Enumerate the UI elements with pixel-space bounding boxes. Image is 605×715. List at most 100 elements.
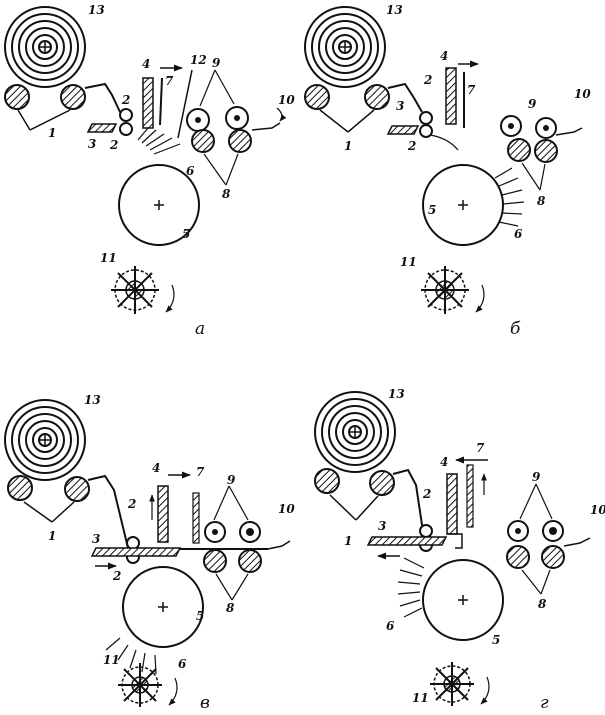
top-comb-7 (466, 464, 474, 528)
guide-12 (177, 69, 193, 139)
label-8: 8 (538, 597, 547, 611)
nipper-tip (447, 533, 463, 549)
brush-11 (421, 266, 485, 314)
label-1: 1 (48, 529, 56, 543)
label-7: 7 (467, 83, 476, 97)
feed-rollers-2 (119, 108, 133, 136)
label-1: 1 (344, 139, 352, 153)
detaching-rollers-9-8 (186, 69, 252, 186)
label-9: 9 (528, 97, 537, 111)
label-8: 8 (226, 601, 235, 615)
label-11: 11 (400, 255, 417, 269)
bobbin-13 (314, 391, 396, 473)
label-4: 4 (152, 461, 160, 475)
label-2-bottom: 2 (112, 569, 121, 583)
label-11: 11 (412, 691, 429, 705)
label-7: 7 (476, 441, 485, 455)
bobbin-13 (4, 399, 86, 481)
fiber-tuft (429, 134, 459, 151)
label-8: 8 (537, 194, 546, 208)
label-5: 5 (196, 609, 204, 623)
web-out-10 (563, 537, 591, 547)
panel-caption-a: а (195, 319, 205, 339)
nipper-4 (142, 77, 154, 129)
label-2-bottom: 2 (407, 139, 416, 153)
web-out-10 (251, 122, 281, 131)
comb-cylinder-5 (422, 559, 504, 641)
label-6: 6 (386, 619, 395, 633)
label-7: 7 (165, 74, 174, 88)
label-4: 4 (440, 49, 448, 63)
detaching-rollers-9-8 (506, 483, 565, 595)
label-8: 8 (222, 187, 231, 201)
label-3: 3 (88, 137, 96, 151)
label-9: 9 (212, 56, 221, 70)
support-rollers-1 (7, 475, 90, 523)
label-1: 1 (48, 126, 56, 140)
label-2-top: 2 (127, 497, 136, 511)
label-11: 11 (103, 653, 120, 667)
panel-v: 13 1 2 2 3 4 7 9 10 8 6 5 11 в (4, 393, 295, 713)
comb-needles-6 (397, 557, 425, 618)
label-3: 3 (378, 519, 386, 533)
panel-b: 13 1 2 2 3 4 7 9 10 8 6 5 11 б (304, 3, 591, 339)
label-10: 10 (278, 502, 295, 516)
comb-cylinder-5 (122, 566, 204, 648)
support-rollers-1 (314, 468, 395, 521)
label-5: 5 (182, 227, 190, 241)
support-rollers-1 (304, 84, 390, 133)
comb-cylinder-5 (422, 164, 504, 246)
label-6: 6 (514, 227, 523, 241)
label-10: 10 (278, 93, 295, 107)
detaching-rollers-9-8 (500, 115, 558, 191)
label-5: 5 (428, 203, 436, 217)
label-13: 13 (388, 387, 405, 401)
label-3: 3 (92, 532, 100, 546)
panel-g: 13 1 2 3 4 7 9 10 8 6 5 11 г (314, 387, 605, 713)
label-13: 13 (88, 3, 105, 17)
panel-caption-b: б (510, 319, 521, 339)
label-2-top: 2 (423, 73, 432, 87)
detaching-rollers-9-8 (203, 485, 262, 601)
feed-table-3 (366, 536, 448, 546)
lap-web (84, 82, 121, 113)
label-2: 2 (422, 487, 431, 501)
lap-web (392, 468, 425, 539)
label-6: 6 (178, 657, 187, 671)
label-13: 13 (84, 393, 101, 407)
nipper-4 (445, 67, 457, 125)
brush-11 (118, 663, 178, 707)
nipper-4 (446, 473, 458, 535)
lap-web (387, 82, 423, 113)
comb-cylinder-5 (118, 164, 200, 246)
top-comb-7 (159, 77, 163, 126)
label-11: 11 (100, 251, 117, 265)
label-7: 7 (196, 465, 205, 479)
panel-caption-v: в (200, 693, 210, 713)
lap-web (87, 474, 129, 549)
label-5: 5 (492, 633, 500, 647)
top-comb-7 (192, 492, 200, 544)
bobbin-13 (4, 6, 86, 88)
panel-a: 13 1 2 2 3 4 7 12 9 10 8 6 5 11 а (4, 3, 295, 339)
label-9: 9 (532, 470, 541, 484)
label-3: 3 (396, 99, 404, 113)
fringe-8 (137, 127, 181, 155)
label-2-bottom: 2 (109, 138, 118, 152)
web-out-10 (555, 127, 583, 136)
arrow-10 (276, 107, 287, 122)
comb-needles-6 (494, 167, 525, 227)
feed-rollers-2 (419, 111, 433, 138)
nipper-4 (157, 485, 169, 543)
comb-needles-6 (105, 637, 157, 675)
label-10: 10 (574, 87, 591, 101)
feed-table-3 (386, 125, 420, 135)
label-4: 4 (142, 57, 150, 71)
label-6: 6 (186, 164, 195, 178)
bobbin-13 (304, 6, 386, 88)
web-out-10 (267, 540, 291, 550)
brush-11 (430, 662, 490, 706)
brush-11 (111, 266, 175, 314)
support-rollers-1 (4, 84, 86, 131)
